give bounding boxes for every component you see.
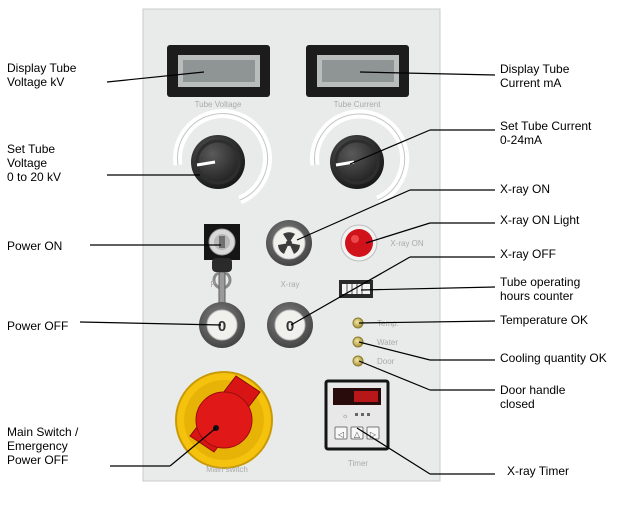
tube-voltage-knob[interactable] (191, 135, 245, 189)
callout-xray-on: X-ray ON (500, 182, 551, 196)
leader-timer-b (356, 427, 431, 475)
leader-light-b (365, 222, 431, 244)
callout-power-off: Power OFF (7, 319, 69, 333)
xray-on-button[interactable] (266, 220, 312, 266)
callout-door-closed: Door handle closed (500, 383, 566, 411)
callout-power-on: Power ON (7, 239, 63, 253)
water-label: Water (377, 338, 398, 347)
tube-current-label: Tube Current (334, 100, 382, 109)
callout-set-voltage: Set Tube Voltage 0 to 20 kV (7, 142, 62, 184)
leader-door-b (358, 360, 431, 391)
leader-lines (79, 71, 496, 475)
callout-main-switch: Main Switch / Emergency Power OFF (7, 425, 79, 467)
callout-xray-on-light: X-ray ON Light (500, 213, 580, 227)
power-off-button[interactable]: 0 (199, 302, 245, 348)
callout-hours-counter: Tube operating hours counter (500, 275, 581, 303)
svg-text:☼: ☼ (342, 413, 348, 420)
timer-right-icon[interactable]: ▷ (370, 430, 377, 439)
leader-xray-off-b (290, 256, 411, 326)
callout-set-current: Set Tube Current 0-24mA (500, 119, 592, 147)
main-switch[interactable] (175, 371, 273, 469)
timer-left-icon[interactable]: ◁ (338, 430, 345, 439)
xray-button-label: X-ray (280, 280, 299, 289)
leader-hours (360, 286, 496, 291)
leader-display-voltage (106, 71, 205, 83)
tube-current-display (306, 45, 409, 97)
leader-temp (358, 320, 496, 324)
power-key-switch[interactable] (204, 224, 240, 313)
leader-power-off (79, 321, 222, 326)
leader-set-current-b (349, 129, 431, 165)
leader-cooling-b (358, 341, 431, 361)
timer-up-icon[interactable]: △ (354, 430, 361, 439)
timer-label: Timer (348, 459, 368, 468)
water-lamp (352, 336, 364, 348)
off-symbol-icon: 0 (286, 318, 294, 335)
tube-voltage-label: Tube Voltage (195, 100, 242, 109)
door-label: Door (377, 357, 395, 366)
callout-temperature-ok: Temperature OK (500, 313, 589, 327)
callout-display-current: Display Tube Current mA (500, 62, 570, 90)
temp-label: Temp. (377, 319, 399, 328)
callout-display-voltage: Display Tube Voltage kV (7, 61, 77, 89)
tube-current-knob[interactable] (330, 135, 384, 189)
main-switch-label: Main switch (206, 465, 248, 474)
leader-main-b (169, 427, 217, 467)
xray-timer[interactable]: ☼ ◁ △ ▷ (324, 379, 390, 451)
leader-display-current (359, 71, 496, 76)
callout-xray-timer: X-ray Timer (507, 464, 570, 478)
callout-cooling-ok: Cooling quantity OK (500, 351, 607, 365)
power-key-label: P (210, 280, 215, 289)
xray-off-button[interactable]: 0 (267, 302, 313, 348)
off-symbol-icon: 0 (218, 318, 226, 335)
door-lamp (352, 355, 364, 367)
xray-light-label: X-ray ON (390, 239, 424, 248)
radiation-icon (278, 232, 300, 254)
xray-on-light (340, 224, 378, 262)
callout-xray-off: X-ray OFF (500, 247, 556, 261)
tube-voltage-display (167, 45, 270, 97)
leader-xray-on-b (296, 189, 411, 241)
hours-counter (339, 280, 373, 298)
